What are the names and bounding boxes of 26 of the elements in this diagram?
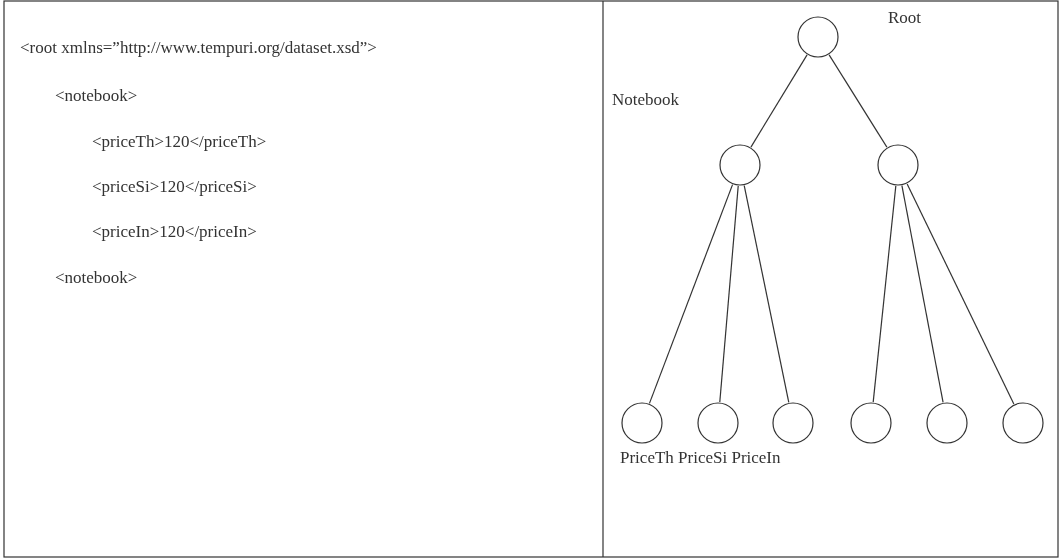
code-line: <priceSi>120</priceSi> <box>92 177 257 197</box>
node-label: Root <box>888 8 922 28</box>
tree-edge <box>901 185 944 403</box>
tree-node-circle <box>926 402 968 444</box>
node-label: Notebook <box>612 90 680 110</box>
tree-edge <box>648 184 734 404</box>
tree-edge <box>906 183 1015 405</box>
tree-node-circle <box>697 402 739 444</box>
tree-node-circle <box>772 402 814 444</box>
tree-node-circle <box>621 402 663 444</box>
leaf-labels: PriceTh PriceSi PriceIn <box>620 448 781 468</box>
code-line: <priceIn>120</priceIn> <box>92 222 257 242</box>
code-line: <priceTh>120</priceTh> <box>92 132 267 152</box>
code-line: <root xmlns=”http://www.tempuri.org/dataset.xsd”> <box>20 38 377 58</box>
tree-node-circle <box>1002 402 1044 444</box>
tree-edge <box>750 54 808 148</box>
code-line: <notebook> <box>55 268 138 288</box>
tree-node-circle <box>877 144 919 186</box>
tree-node-circle <box>850 402 892 444</box>
tree-edge <box>828 54 888 148</box>
tree-edge <box>743 184 790 404</box>
tree-node-circle <box>719 144 761 186</box>
tree-node-circle <box>797 16 839 58</box>
code-line: <notebook> <box>55 86 138 106</box>
tree-edge <box>872 185 897 403</box>
tree-edge <box>719 185 739 403</box>
